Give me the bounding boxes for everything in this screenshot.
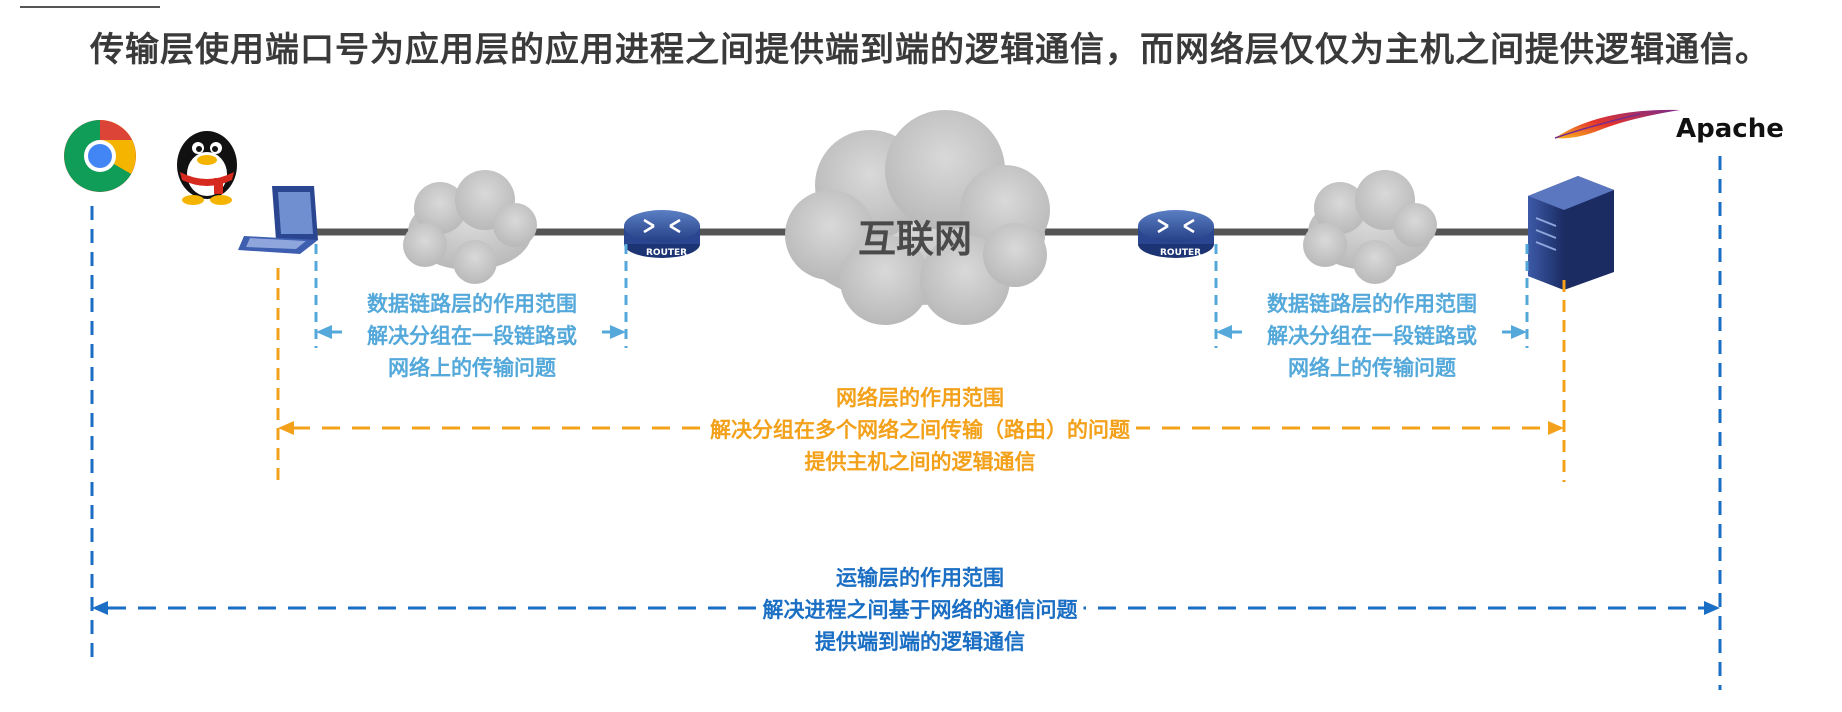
transport-scope [90, 156, 1722, 690]
server-icon [1528, 176, 1614, 290]
datalink-right-line3: 网络上的传输问题 [1288, 356, 1456, 380]
transport-line3: 提供端到端的逻辑通信 [815, 630, 1025, 654]
cloud-icon [1303, 170, 1437, 284]
apache-feather-icon [1554, 109, 1680, 139]
datalink-label-left: 数据链路层的作用范围 解决分组在一段链路或 网络上的传输问题 [342, 288, 602, 384]
headline: 传输层使用端口号为应用层的应用进程之间提供端到端的逻辑通信，而网络层仅仅为主机之… [90, 30, 1770, 70]
router-icon [624, 210, 700, 258]
apache-label: Apache [1676, 114, 1784, 144]
router-label-left: ROUTER [646, 248, 688, 258]
datalink-label-right: 数据链路层的作用范围 解决分组在一段链路或 网络上的传输问题 [1242, 288, 1502, 384]
qq-penguin-icon [177, 131, 237, 205]
internet-label: 互联网 [858, 217, 973, 261]
network-line3: 提供主机之间的逻辑通信 [804, 450, 1036, 474]
datalink-left-line2: 解决分组在一段链路或 [342, 320, 602, 352]
datalink-right-line2: 解决分组在一段链路或 [1242, 320, 1502, 352]
network-scope-label: 网络层的作用范围 解决分组在多个网络之间传输（路由）的问题 提供主机之间的逻辑通… [620, 382, 1220, 478]
router-label-right: ROUTER [1160, 248, 1202, 258]
network-line1: 网络层的作用范围 [836, 386, 1004, 410]
internet-cloud-icon [785, 110, 1050, 325]
datalink-left-line3: 网络上的传输问题 [388, 356, 556, 380]
datalink-left-line1: 数据链路层的作用范围 [367, 292, 577, 316]
cropped-heading-fragment [20, 0, 160, 8]
chrome-icon [64, 120, 136, 192]
transport-line1: 运输层的作用范围 [836, 566, 1004, 590]
network-line2: 解决分组在多个网络之间传输（路由）的问题 [704, 414, 1136, 446]
laptop-icon [238, 186, 318, 254]
transport-scope-label: 运输层的作用范围 解决进程之间基于网络的通信问题 提供端到端的逻辑通信 [620, 562, 1220, 658]
datalink-right-line1: 数据链路层的作用范围 [1267, 292, 1477, 316]
transport-line2: 解决进程之间基于网络的通信问题 [756, 594, 1084, 626]
cloud-icon [403, 170, 537, 284]
router-icon [1138, 210, 1214, 258]
